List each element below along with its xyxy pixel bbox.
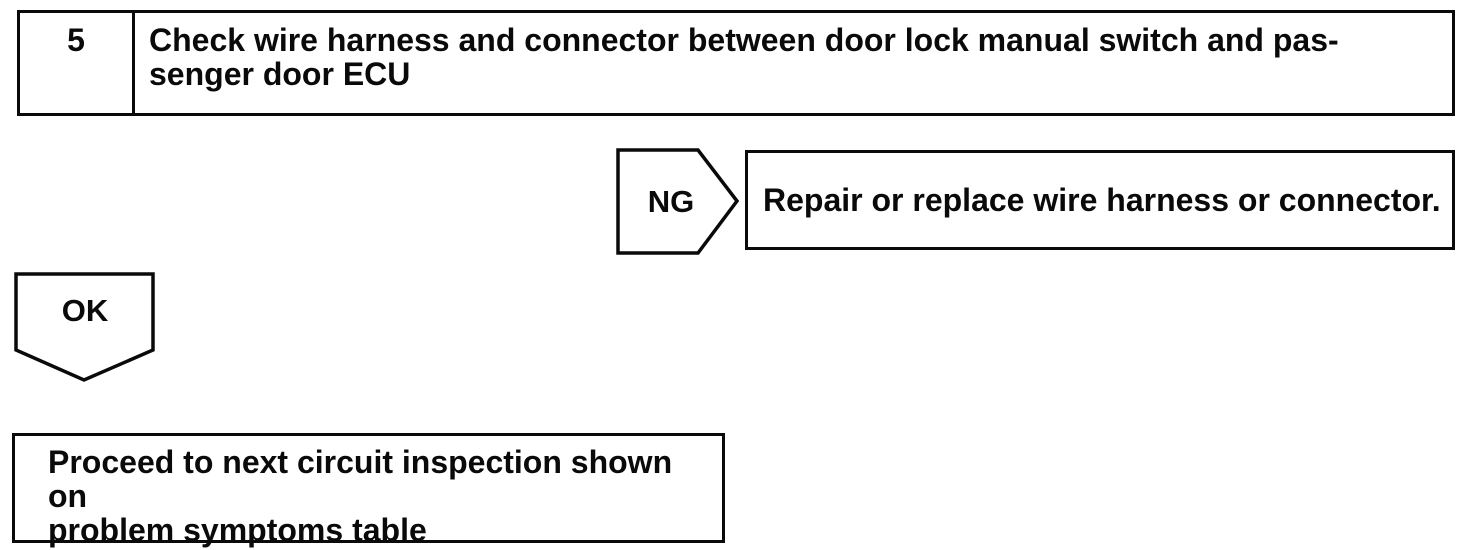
step-title-line-2: senger door ECU [149,56,411,92]
ng-connector: NG [616,148,740,255]
ng-action-box: Repair or replace wire harness or connec… [745,150,1455,250]
result-line-1: Proceed to next circuit inspection shown… [48,444,673,514]
step-title: Check wire harness and connector between… [135,13,1452,113]
ng-pentagon-icon [616,148,740,255]
ok-pentagon-icon [14,272,155,382]
ng-label: NG [647,183,695,219]
step-number-cell: 5 [20,13,135,113]
ok-connector: OK [14,272,156,383]
result-line-2: problem symptoms table [48,512,427,548]
result-box: Proceed to next circuit inspection shown… [12,433,725,547]
ng-action-text: Repair or replace wire harness or connec… [763,181,1441,218]
step-title-line-1: Check wire harness and connector between… [149,22,1339,58]
ok-label: OK [61,293,109,328]
step-box: 5 Check wire harness and connector betwe… [17,10,1455,116]
step-number: 5 [67,22,85,58]
